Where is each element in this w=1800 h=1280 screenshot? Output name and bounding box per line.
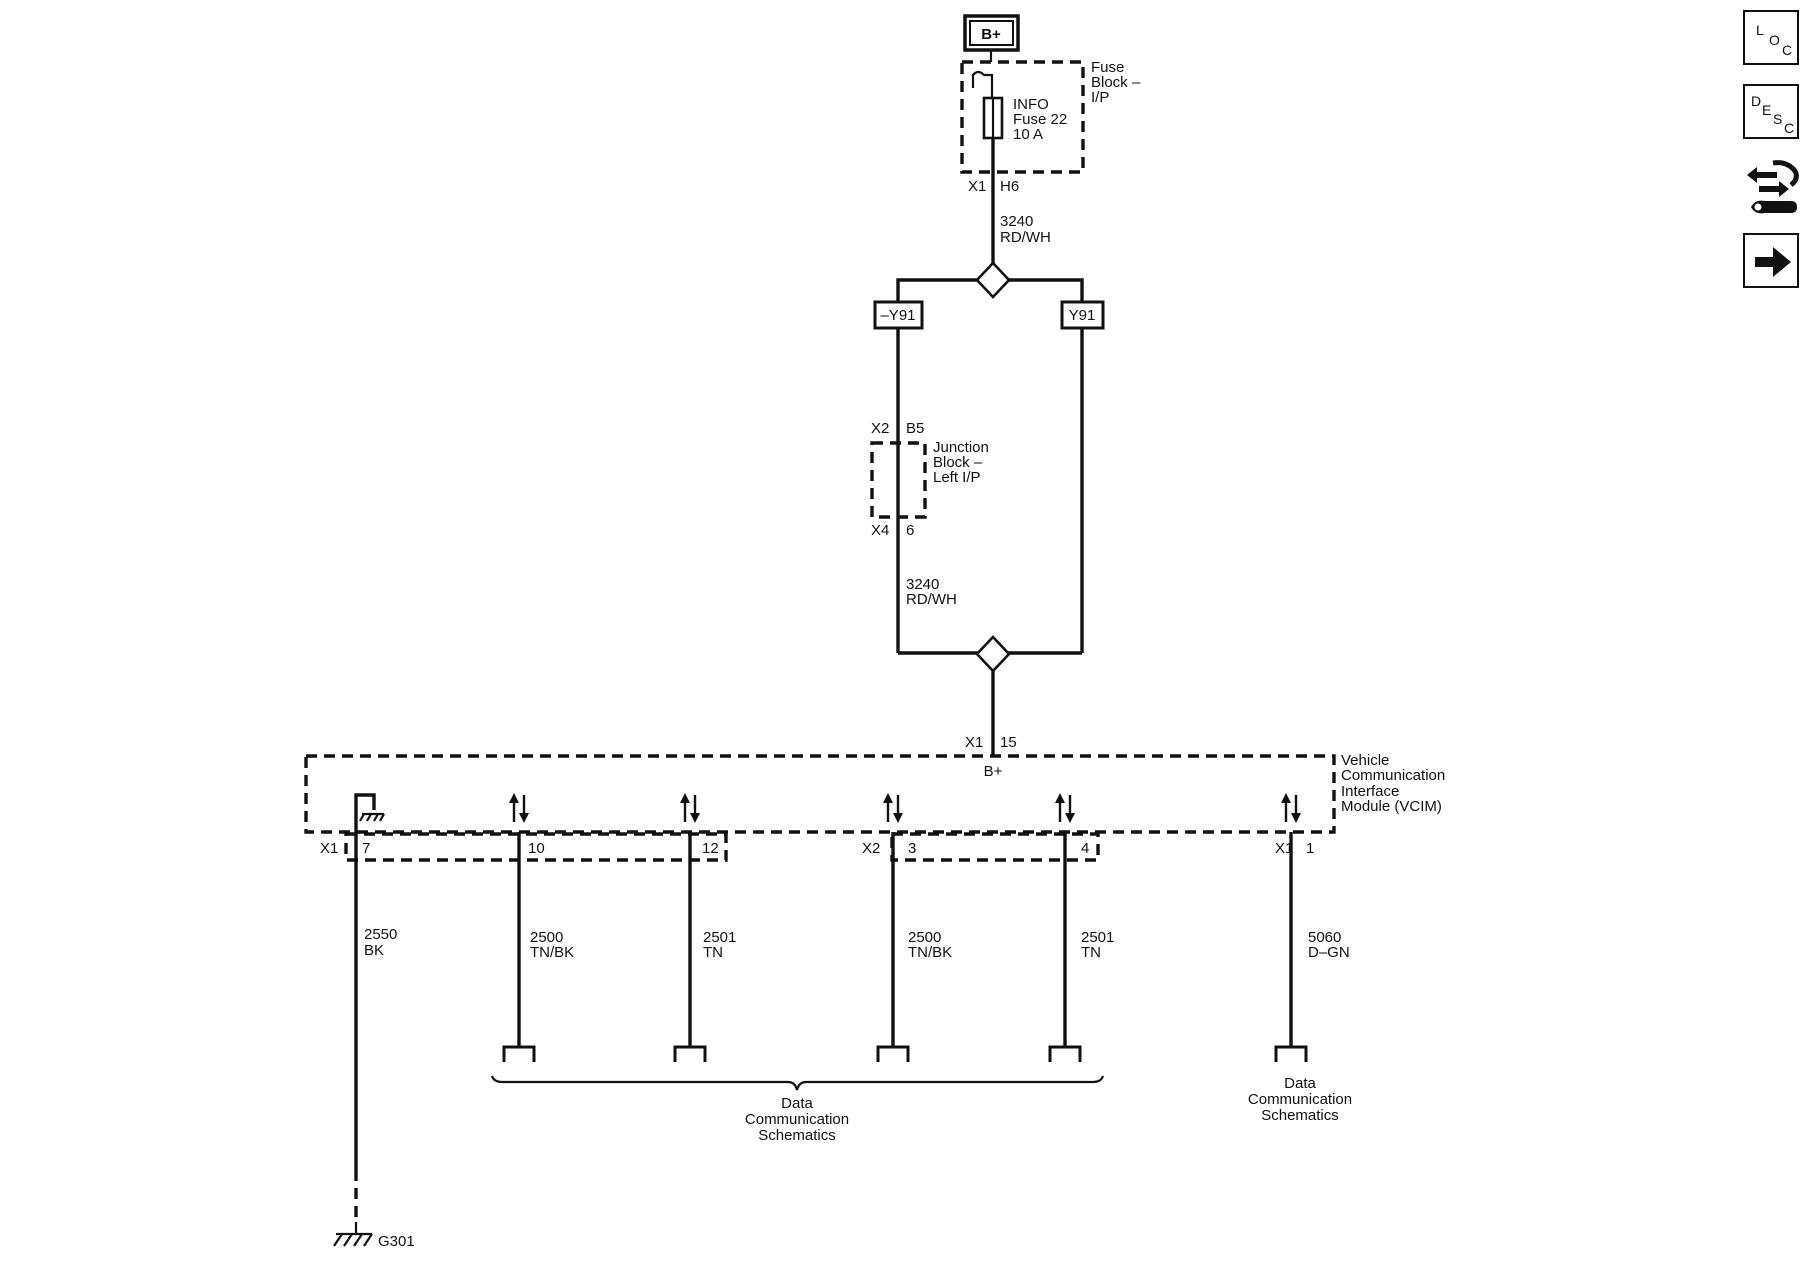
loc-button[interactable]: L O C [1743, 10, 1799, 65]
vcim-input-label: B+ [984, 763, 1003, 780]
option-right-label: Y91 [1069, 307, 1096, 324]
vcim-input-pin: 15 [1000, 734, 1017, 751]
junction-block: Junction Block – Left I/P [870, 439, 989, 519]
pin-3-circuit: 2500 [908, 929, 941, 946]
ground-g301-icon [333, 1222, 373, 1247]
pin-4-circuit: 2501 [1081, 929, 1114, 946]
pin-10-circuit: 2500 [530, 929, 563, 946]
destination-group-3: Schematics [758, 1127, 836, 1144]
vcim-input-connector: X1 [965, 734, 983, 751]
pin-1-number: 1 [1306, 840, 1314, 857]
desc-letter-e: E [1762, 102, 1771, 118]
pin-12-terminal [673, 1045, 707, 1062]
wire-mid-color: RD/WH [906, 591, 957, 608]
pin-7-number: 7 [362, 840, 370, 857]
pin-1-color: D–GN [1308, 944, 1350, 961]
power-label: B+ [981, 26, 1001, 43]
data-pin-group [502, 793, 1308, 1062]
pin-10-number: 10 [528, 840, 545, 857]
fuse-block-name-1: Fuse [1091, 59, 1124, 76]
wire-top-circuit: 3240 [1000, 213, 1033, 230]
pin-10-color: TN/BK [530, 944, 574, 961]
pin-12-circuit: 2501 [703, 929, 736, 946]
pin-7-connector: X1 [320, 840, 338, 857]
next-arrow-icon [1755, 247, 1791, 277]
destination-single-2: Communication [1248, 1091, 1352, 1108]
destination-brace [490, 1075, 1105, 1091]
desc-button[interactable]: D E S C [1743, 84, 1799, 139]
destination-group-2: Communication [745, 1111, 849, 1128]
vcim-name-2: Communication [1341, 767, 1445, 784]
option-splice-top [896, 261, 1084, 304]
loc-letter-l: L [1756, 22, 1764, 38]
destination-group-link[interactable]: Data Communication Schematics [745, 1095, 849, 1144]
swap-wrench-icon[interactable] [1743, 157, 1799, 221]
destination-single-3: Schematics [1261, 1107, 1339, 1124]
pin-3-number: 3 [908, 840, 916, 857]
junction-name-1: Junction [933, 439, 989, 456]
fuse-block-name-3: I/P [1091, 89, 1109, 106]
ground-symbol-internal [354, 793, 385, 832]
loc-letter-o: O [1769, 32, 1780, 48]
pin-3-color: TN/BK [908, 944, 952, 961]
desc-letter-d: D [1751, 93, 1761, 109]
junction-name-3: Left I/P [933, 469, 981, 486]
option-left-tag[interactable]: –Y91 [873, 300, 924, 330]
vcim-name-4: Module (VCIM) [1341, 798, 1442, 815]
pin-1-terminal [1274, 1045, 1308, 1062]
pin-4-color: TN [1081, 944, 1101, 961]
ground-label: G301 [378, 1233, 415, 1250]
junction-lower-connector: X4 [871, 522, 889, 539]
next-arrow-button[interactable] [1743, 233, 1799, 288]
junction-upper-connector: X2 [871, 420, 889, 437]
pin-1-circuit: 5060 [1308, 929, 1341, 946]
desc-letter-c: C [1784, 120, 1794, 136]
option-left-label: –Y91 [880, 307, 915, 324]
pin-4-terminal [1048, 1045, 1082, 1062]
fuse-label-1: INFO [1013, 96, 1049, 113]
pin-1-connector: X1 [1275, 840, 1293, 857]
pin-12-number: 12 [702, 840, 719, 857]
pin-7-color: BK [364, 942, 384, 959]
fuse-label-2: Fuse 22 [1013, 111, 1067, 128]
wire-mid-circuit: 3240 [906, 576, 939, 593]
pin-12-color: TN [703, 944, 723, 961]
fuse-block: INFO Fuse 22 10 A Fuse Block – I/P [960, 59, 1141, 174]
connector-x1-upper [344, 832, 728, 862]
desc-letter-s: S [1773, 111, 1782, 127]
fuse-connector: X1 [968, 178, 986, 195]
destination-single-1: Data [1284, 1075, 1316, 1092]
connector-x2 [890, 832, 1100, 862]
destination-single-link[interactable]: Data Communication Schematics [1248, 1075, 1352, 1124]
vcim-name-3: Interface [1341, 783, 1399, 800]
pin-10-terminal [502, 1045, 536, 1062]
junction-name-2: Block – [933, 454, 983, 471]
fuse-pin: H6 [1000, 178, 1019, 195]
fuse-label-3: 10 A [1013, 126, 1043, 143]
pin-3-terminal [876, 1045, 910, 1062]
destination-group-1: Data [781, 1095, 813, 1112]
power-source[interactable]: B+ [963, 14, 1020, 52]
junction-upper-pin: B5 [906, 420, 924, 437]
loc-letter-c: C [1782, 42, 1792, 58]
pin-4-number: 4 [1081, 840, 1089, 857]
option-right-tag[interactable]: Y91 [1060, 300, 1105, 330]
vcim-module[interactable]: B+ Vehicle Communication Interface Modul… [304, 752, 1445, 834]
junction-lower-pin: 6 [906, 522, 914, 539]
option-splice-bottom [898, 635, 1082, 673]
fuse-block-name-2: Block – [1091, 74, 1141, 91]
pin-3-connector: X2 [862, 840, 880, 857]
wire-top-color: RD/WH [1000, 229, 1051, 246]
vcim-name-1: Vehicle [1341, 752, 1389, 769]
pin-7-circuit: 2550 [364, 926, 397, 943]
